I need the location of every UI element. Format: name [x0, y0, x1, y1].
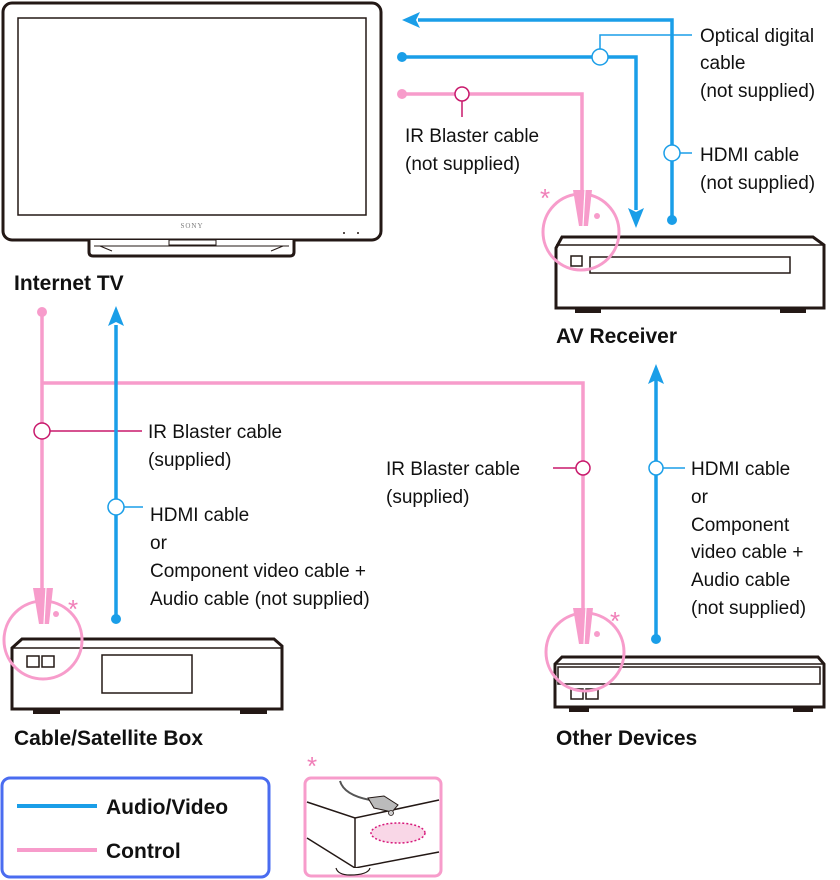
- cable-hdmi-cable-box-to-tv: [107, 306, 143, 624]
- ir-sensor-area: [370, 822, 426, 844]
- internet-tv: SONY Internet TV: [1, 1, 383, 295]
- other-devices-label: Other Devices: [556, 727, 697, 750]
- connector-dot: [111, 614, 121, 624]
- asterisk-marker: *: [540, 183, 550, 213]
- ir-blaster-other-devices: *: [544, 606, 626, 693]
- tv-stand: [87, 240, 296, 258]
- legend: Audio/Video Control: [0, 776, 271, 879]
- optical-cable-label: Optical digital cable (not supplied): [700, 26, 819, 102]
- connector-dot: [397, 89, 407, 99]
- cable-label-marker: [648, 460, 664, 476]
- cable-box-display: [101, 654, 193, 694]
- ir-blaster-icon: [573, 190, 592, 226]
- arrow-down-icon: [628, 208, 644, 228]
- cable-ir-receiver: [397, 86, 584, 190]
- cable-tv-to-receiver-optical: [397, 34, 692, 228]
- cable-ir-cable-box: [33, 307, 142, 598]
- legend-label-audio-video: Audio/Video: [106, 796, 228, 819]
- av-receiver: AV Receiver: [554, 235, 826, 348]
- cable-box-button: [26, 655, 40, 668]
- ir-blaster-cable-box: *: [2, 587, 84, 681]
- cable-label-marker: [663, 144, 681, 162]
- inset-frame: [303, 776, 443, 878]
- tv-indicator-light: [357, 232, 359, 234]
- connector-dot: [397, 52, 407, 62]
- cable-box-button: [41, 655, 55, 668]
- asterisk-marker: *: [307, 751, 317, 781]
- ir-receiver-cable-label: IR Blaster cable (not supplied): [405, 126, 544, 175]
- cable-label-marker: [454, 86, 470, 102]
- ir-blaster-icon: [573, 608, 593, 644]
- arrow-left-icon: [402, 12, 420, 28]
- connector-dot: [651, 634, 661, 644]
- tv-indicator-light: [343, 232, 345, 234]
- receiver-foot: [780, 308, 806, 313]
- hdmi-receiver-cable-label: HDMI cable (not supplied): [700, 145, 815, 194]
- cable-label-marker: [107, 498, 125, 516]
- legend-box: [0, 776, 271, 879]
- hdmi-other-devices-label: HDMI cable or Component video cable + Au…: [691, 459, 809, 619]
- cable-label-marker: [33, 422, 51, 440]
- ir-blaster-receiver: *: [540, 183, 621, 272]
- other-devices: Other Devices: [553, 655, 826, 750]
- cable-satellite-box: Cable/Satellite Box: [10, 637, 284, 750]
- ir-cable-box-label: IR Blaster cable (supplied): [148, 422, 287, 471]
- tv-brand-logo: SONY: [180, 222, 203, 230]
- cable-label-marker: [591, 48, 609, 66]
- connector-dot: [667, 215, 677, 225]
- cable-hdmi-other-to-receiver: [648, 364, 685, 644]
- other-device-foot: [793, 707, 813, 712]
- receiver-button: [570, 255, 583, 267]
- ir-placement-inset: *: [303, 751, 443, 878]
- other-device-foot: [569, 707, 589, 712]
- asterisk-marker: *: [68, 594, 78, 624]
- tv-label: Internet TV: [14, 272, 124, 295]
- arrow-up-icon: [648, 364, 664, 384]
- cable-receiver-to-tv-hdmi: [402, 12, 692, 225]
- av-receiver-label: AV Receiver: [556, 325, 677, 348]
- cable-label-marker: [575, 460, 591, 476]
- cable-box-foot: [33, 709, 60, 714]
- legend-label-control: Control: [106, 840, 181, 863]
- ir-other-devices-label: IR Blaster cable (supplied): [386, 459, 525, 508]
- other-device-tray: [557, 666, 821, 685]
- cable-box-label: Cable/Satellite Box: [14, 727, 203, 750]
- hdmi-cable-box-label: HDMI cable or Component video cable + Au…: [150, 505, 371, 610]
- arrow-up-icon: [108, 306, 124, 326]
- cable-ir-other-devices: [42, 381, 591, 610]
- receiver-display: [589, 256, 791, 274]
- asterisk-marker: *: [610, 606, 620, 636]
- cable-box-foot: [240, 709, 267, 714]
- receiver-foot: [575, 308, 601, 313]
- ir-blaster-placement-icon: [306, 780, 440, 876]
- tv-screen: [17, 17, 367, 216]
- ir-blaster-icon: [33, 588, 53, 624]
